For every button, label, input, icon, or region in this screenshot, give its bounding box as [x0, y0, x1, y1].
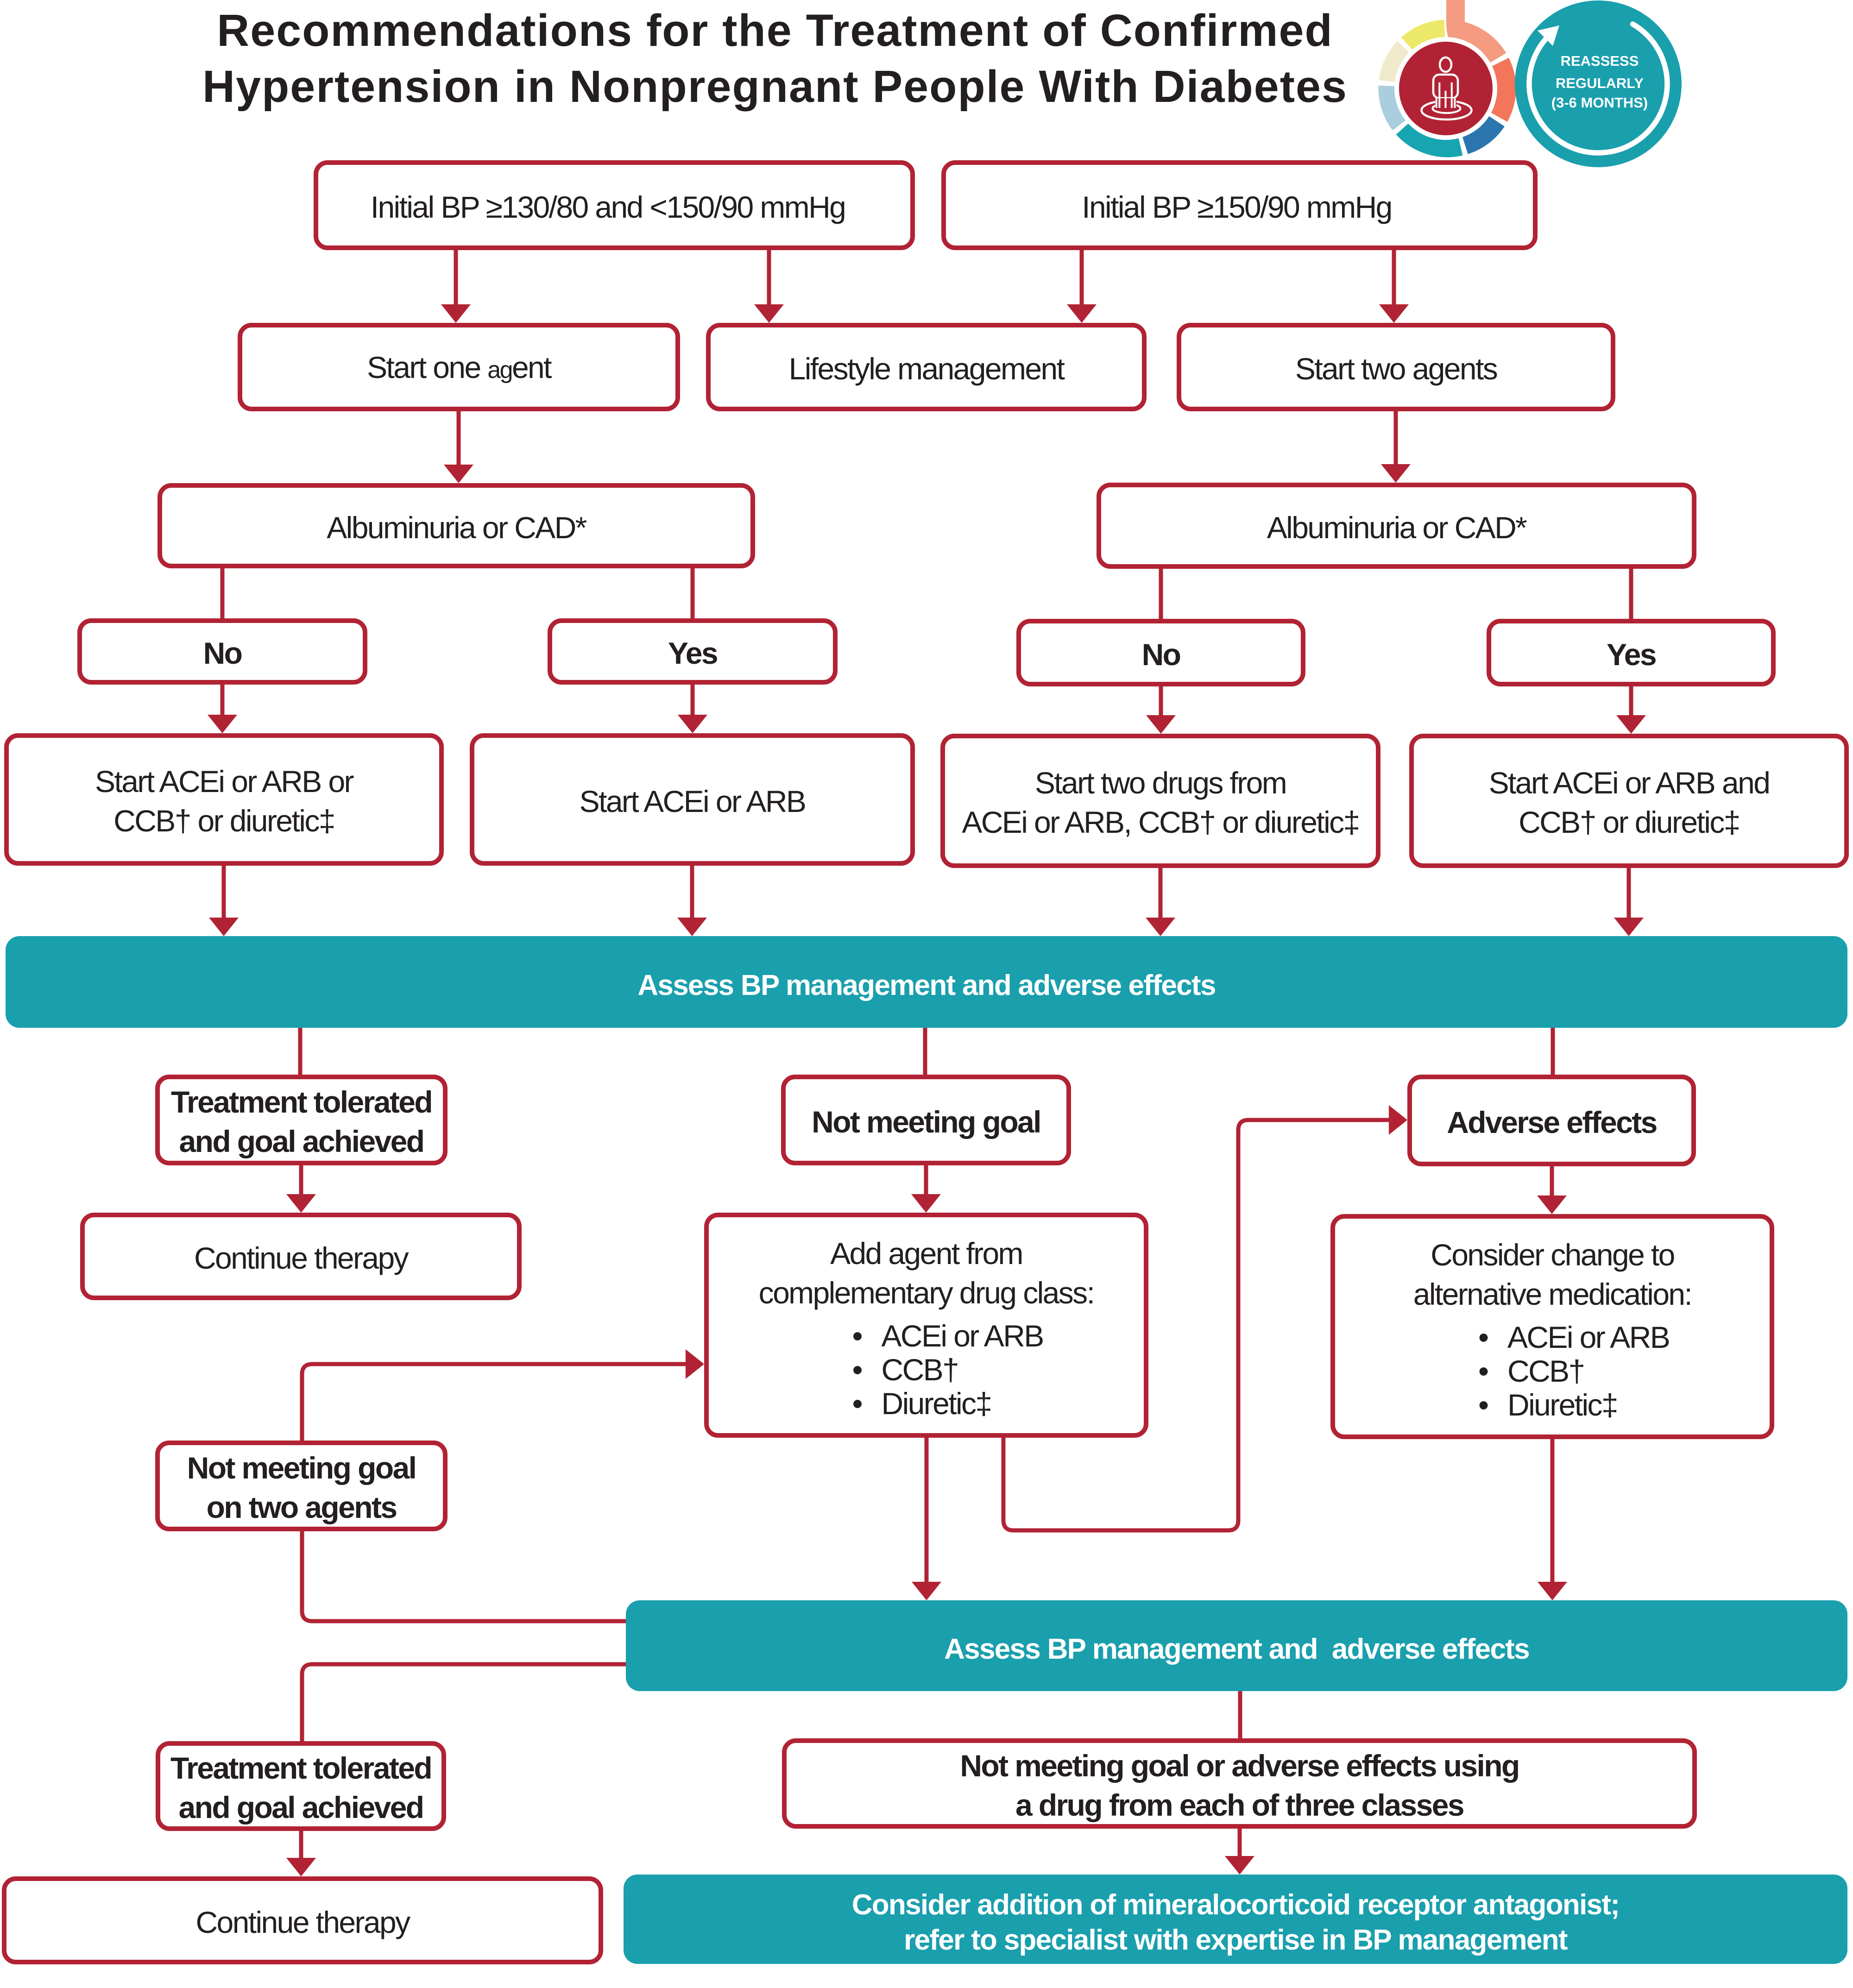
svg-text:(3-6 MONTHS): (3-6 MONTHS) [1551, 94, 1648, 111]
svg-text:REGULARLY: REGULARLY [1556, 75, 1644, 91]
svg-text:REASSESS: REASSESS [1561, 53, 1639, 69]
